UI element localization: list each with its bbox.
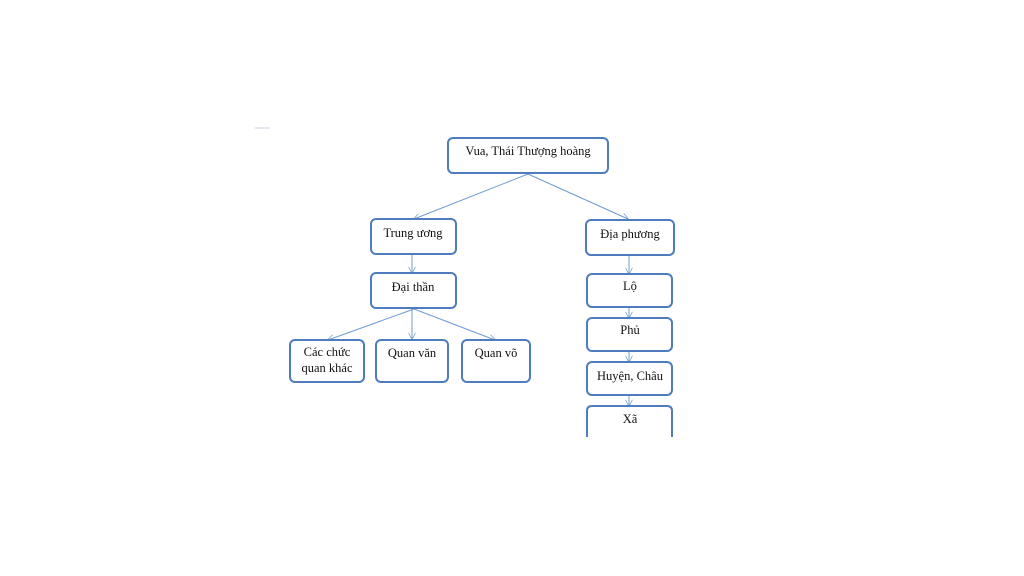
node-great-officials: Đại thần (370, 272, 457, 309)
node-xa-label: Xã (623, 412, 638, 426)
node-lo-label: Lộ (623, 279, 637, 293)
node-other-officials-label-line2: quan khác (301, 361, 352, 375)
node-local-label: Địa phương (600, 227, 660, 241)
node-phu: Phủ (586, 317, 673, 352)
node-great-officials-label: Đại thần (392, 280, 435, 294)
connectors (328, 173, 629, 406)
node-military-officials: Quan võ (461, 339, 531, 383)
node-other-officials: Các chức quan khác (289, 339, 365, 383)
node-other-officials-label-line1: Các chức (304, 345, 351, 359)
node-central: Trung ương (370, 218, 457, 255)
node-root-label: Vua, Thái Thượng hoàng (465, 144, 591, 158)
node-xa: Xã (586, 405, 673, 437)
edge-root-local (527, 173, 628, 219)
node-civil-officials-label: Quan văn (388, 346, 437, 360)
node-phu-label: Phủ (620, 323, 640, 337)
node-huyen-chau-label: Huyện, Châu (597, 369, 664, 383)
edge-great-officials-military (413, 308, 495, 340)
node-local: Địa phương (585, 219, 675, 256)
node-root: Vua, Thái Thượng hoàng (447, 137, 609, 174)
edge-root-central (414, 173, 529, 219)
node-military-officials-label: Quan võ (475, 346, 518, 360)
node-lo: Lộ (586, 273, 673, 308)
node-huyen-chau: Huyện, Châu (586, 361, 673, 396)
node-central-label: Trung ương (383, 226, 443, 240)
node-civil-officials: Quan văn (375, 339, 449, 383)
edge-great-officials-other (328, 308, 415, 340)
